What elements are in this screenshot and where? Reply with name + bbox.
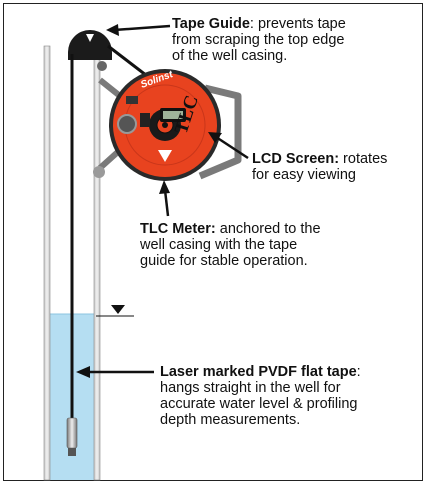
tlc-meter-text-2: well casing with the tape xyxy=(140,237,298,253)
tlc-meter-text-3: guide for stable operation. xyxy=(140,253,308,269)
flat-tape-text-3: accurate water level & profiling xyxy=(160,396,358,412)
tlc-meter-text-1: anchored to the xyxy=(215,221,321,237)
flat-tape-text-4: depth measurements. xyxy=(160,412,301,428)
probe-connector-icon xyxy=(117,114,137,134)
probe xyxy=(66,417,78,456)
water-level-marker xyxy=(96,305,134,317)
lcd-screen-text-2: for easy viewing xyxy=(252,167,356,183)
solinst-logo-icon xyxy=(158,150,172,162)
flat-tape-text-2: hangs straight in the well for xyxy=(160,380,341,396)
flat-tape-title: Laser marked PVDF flat tape xyxy=(160,364,357,380)
tlc-meter-leader xyxy=(163,189,170,217)
flat-tape-text-1: : xyxy=(356,364,361,380)
lcd-screen-title: LCD Screen: xyxy=(252,151,340,167)
lcd-screen-text-1: rotates xyxy=(339,151,388,167)
flat-tape-callout: Laser marked PVDF flat tape: hangs strai… xyxy=(160,364,361,428)
battery-compartment-icon xyxy=(140,113,150,127)
tlc-meter-callout: TLC Meter: anchored to the well casing w… xyxy=(140,221,321,269)
lcd-screen-callout: LCD Screen: rotates for easy viewing xyxy=(252,151,387,183)
tape-guide-text-2: from scraping the top edge xyxy=(172,32,345,48)
tlc-meter-reel: TLC Solinst xyxy=(109,69,221,181)
label-plate xyxy=(126,96,138,104)
tape-guide-text-1: : prevents tape xyxy=(249,16,346,32)
tape-guide-callout: Tape Guide: prevents tape from scraping … xyxy=(172,16,346,64)
tape-guide-text-3: of the well casing. xyxy=(172,48,288,64)
tape-guide-title: Tape Guide xyxy=(172,16,250,32)
leader-arrows xyxy=(76,24,249,378)
tape-guide xyxy=(68,30,112,71)
tlc-meter-title: TLC Meter: xyxy=(140,221,216,237)
tape-guide-leader xyxy=(113,24,171,32)
lcd-screen-leader xyxy=(215,135,249,160)
